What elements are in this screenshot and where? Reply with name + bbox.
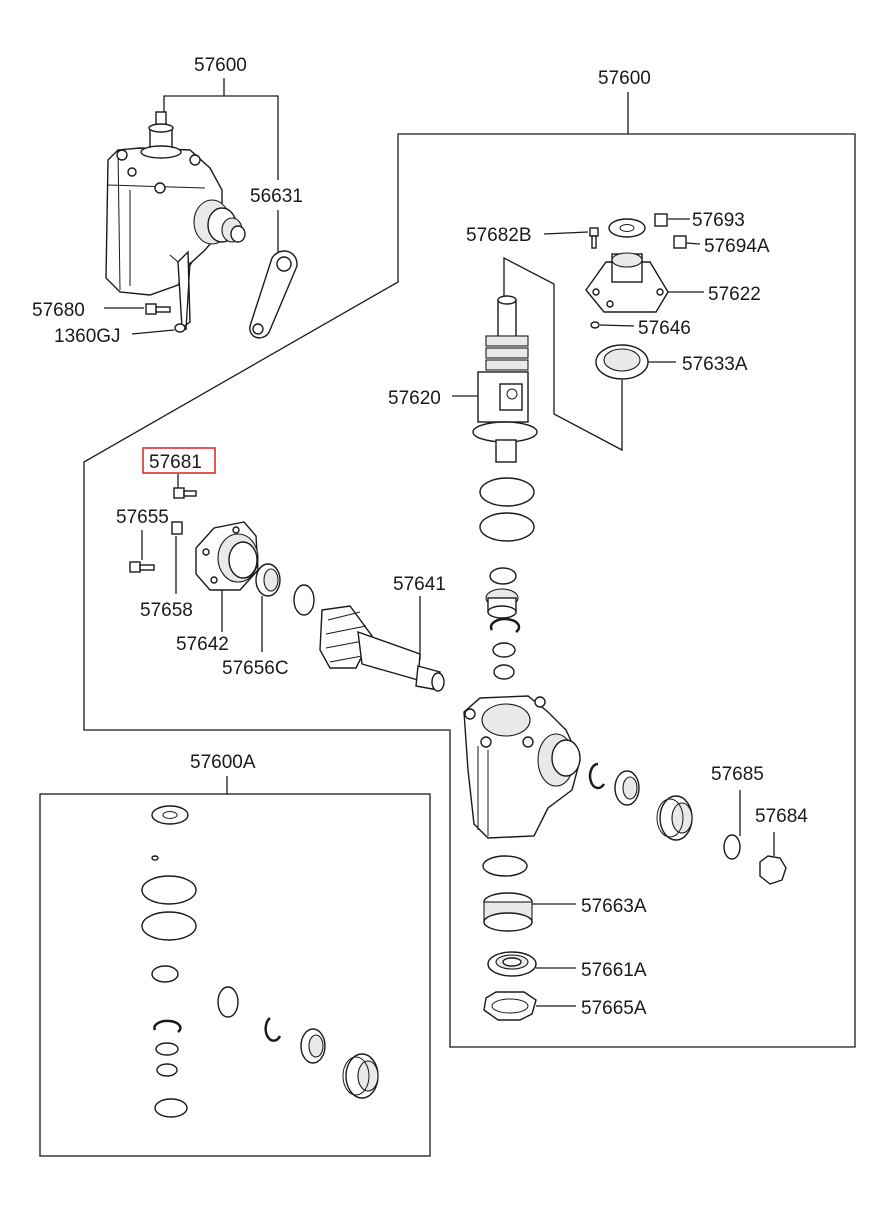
label-57641: 57641 (393, 574, 446, 595)
label-57658: 57658 (140, 600, 193, 621)
label-57685: 57685 (711, 764, 764, 785)
o-ring-2-drawing (479, 512, 535, 542)
label-57656c: 57656C (222, 658, 289, 679)
bearing-seal-drawing (483, 892, 533, 932)
label-57693: 57693 (692, 210, 745, 231)
cover-bolt-drawing (589, 227, 599, 249)
seal-c-drawing (255, 563, 281, 597)
label-57694a: 57694A (704, 236, 770, 257)
seal-kit-parts-drawing (141, 805, 379, 1118)
side-cover-drawing (585, 252, 669, 313)
highlight-box-57681 (142, 447, 216, 474)
end-cover-drawing (195, 521, 259, 591)
label-57680: 57680 (32, 300, 85, 321)
o-ring-1-drawing (479, 477, 535, 507)
nut-drawing (759, 855, 787, 885)
label-57684: 57684 (755, 806, 808, 827)
snap-ring-bottom-drawing (483, 991, 537, 1021)
sector-shaft-drawing (319, 605, 445, 692)
label-57655: 57655 (116, 507, 169, 528)
bearing-drawing (487, 951, 537, 977)
o-ring-3-drawing (489, 567, 517, 585)
label-57600a: 57600A (190, 752, 256, 773)
snap-ring-drawing (489, 617, 521, 634)
lock-washer-drawing (174, 323, 186, 333)
nut-b-drawing (673, 235, 687, 249)
label-57646: 57646 (638, 318, 691, 339)
label-57622: 57622 (708, 284, 761, 305)
small-o-ring-drawing (590, 321, 600, 329)
housing-seal-drawing (614, 770, 640, 806)
label-1360gj: 1360GJ (54, 326, 121, 347)
label-57661a: 57661A (581, 960, 647, 981)
cover-washer-drawing (608, 218, 646, 238)
bolt-57655-drawing (129, 561, 155, 573)
rack-piston-drawing (472, 295, 538, 463)
label-57620: 57620 (388, 388, 441, 409)
steering-gear-assembly-drawing (105, 111, 246, 330)
label-57682b: 57682B (466, 225, 532, 246)
pitman-arm-drawing (249, 250, 298, 339)
gear-housing-drawing (463, 695, 581, 839)
label-57600-top-left: 57600 (194, 55, 247, 76)
main-assembly-outline (83, 92, 856, 1048)
lower-o-ring-drawing (482, 855, 528, 877)
oil-seal-drawing (595, 344, 649, 380)
label-57600-main: 57600 (598, 68, 651, 89)
label-57642: 57642 (176, 634, 229, 655)
nut-a-drawing (654, 213, 668, 227)
housing-snap-ring-drawing (588, 762, 606, 790)
housing-boot-drawing (656, 795, 693, 841)
valve-drawing (485, 588, 519, 619)
label-57681: 57681 (149, 452, 202, 473)
label-56631: 56631 (250, 186, 303, 207)
label-57665a: 57665A (581, 998, 647, 1019)
highlighted-bolt-drawing (173, 487, 197, 499)
lock-nut-drawing (171, 521, 183, 535)
seal-kit-outline (39, 793, 431, 1157)
washer-drawing (723, 834, 741, 860)
mount-bolt-drawing (145, 303, 171, 315)
label-57633a: 57633A (682, 354, 748, 375)
label-57663a: 57663A (581, 896, 647, 917)
seal-o-ring-drawing (293, 584, 315, 616)
